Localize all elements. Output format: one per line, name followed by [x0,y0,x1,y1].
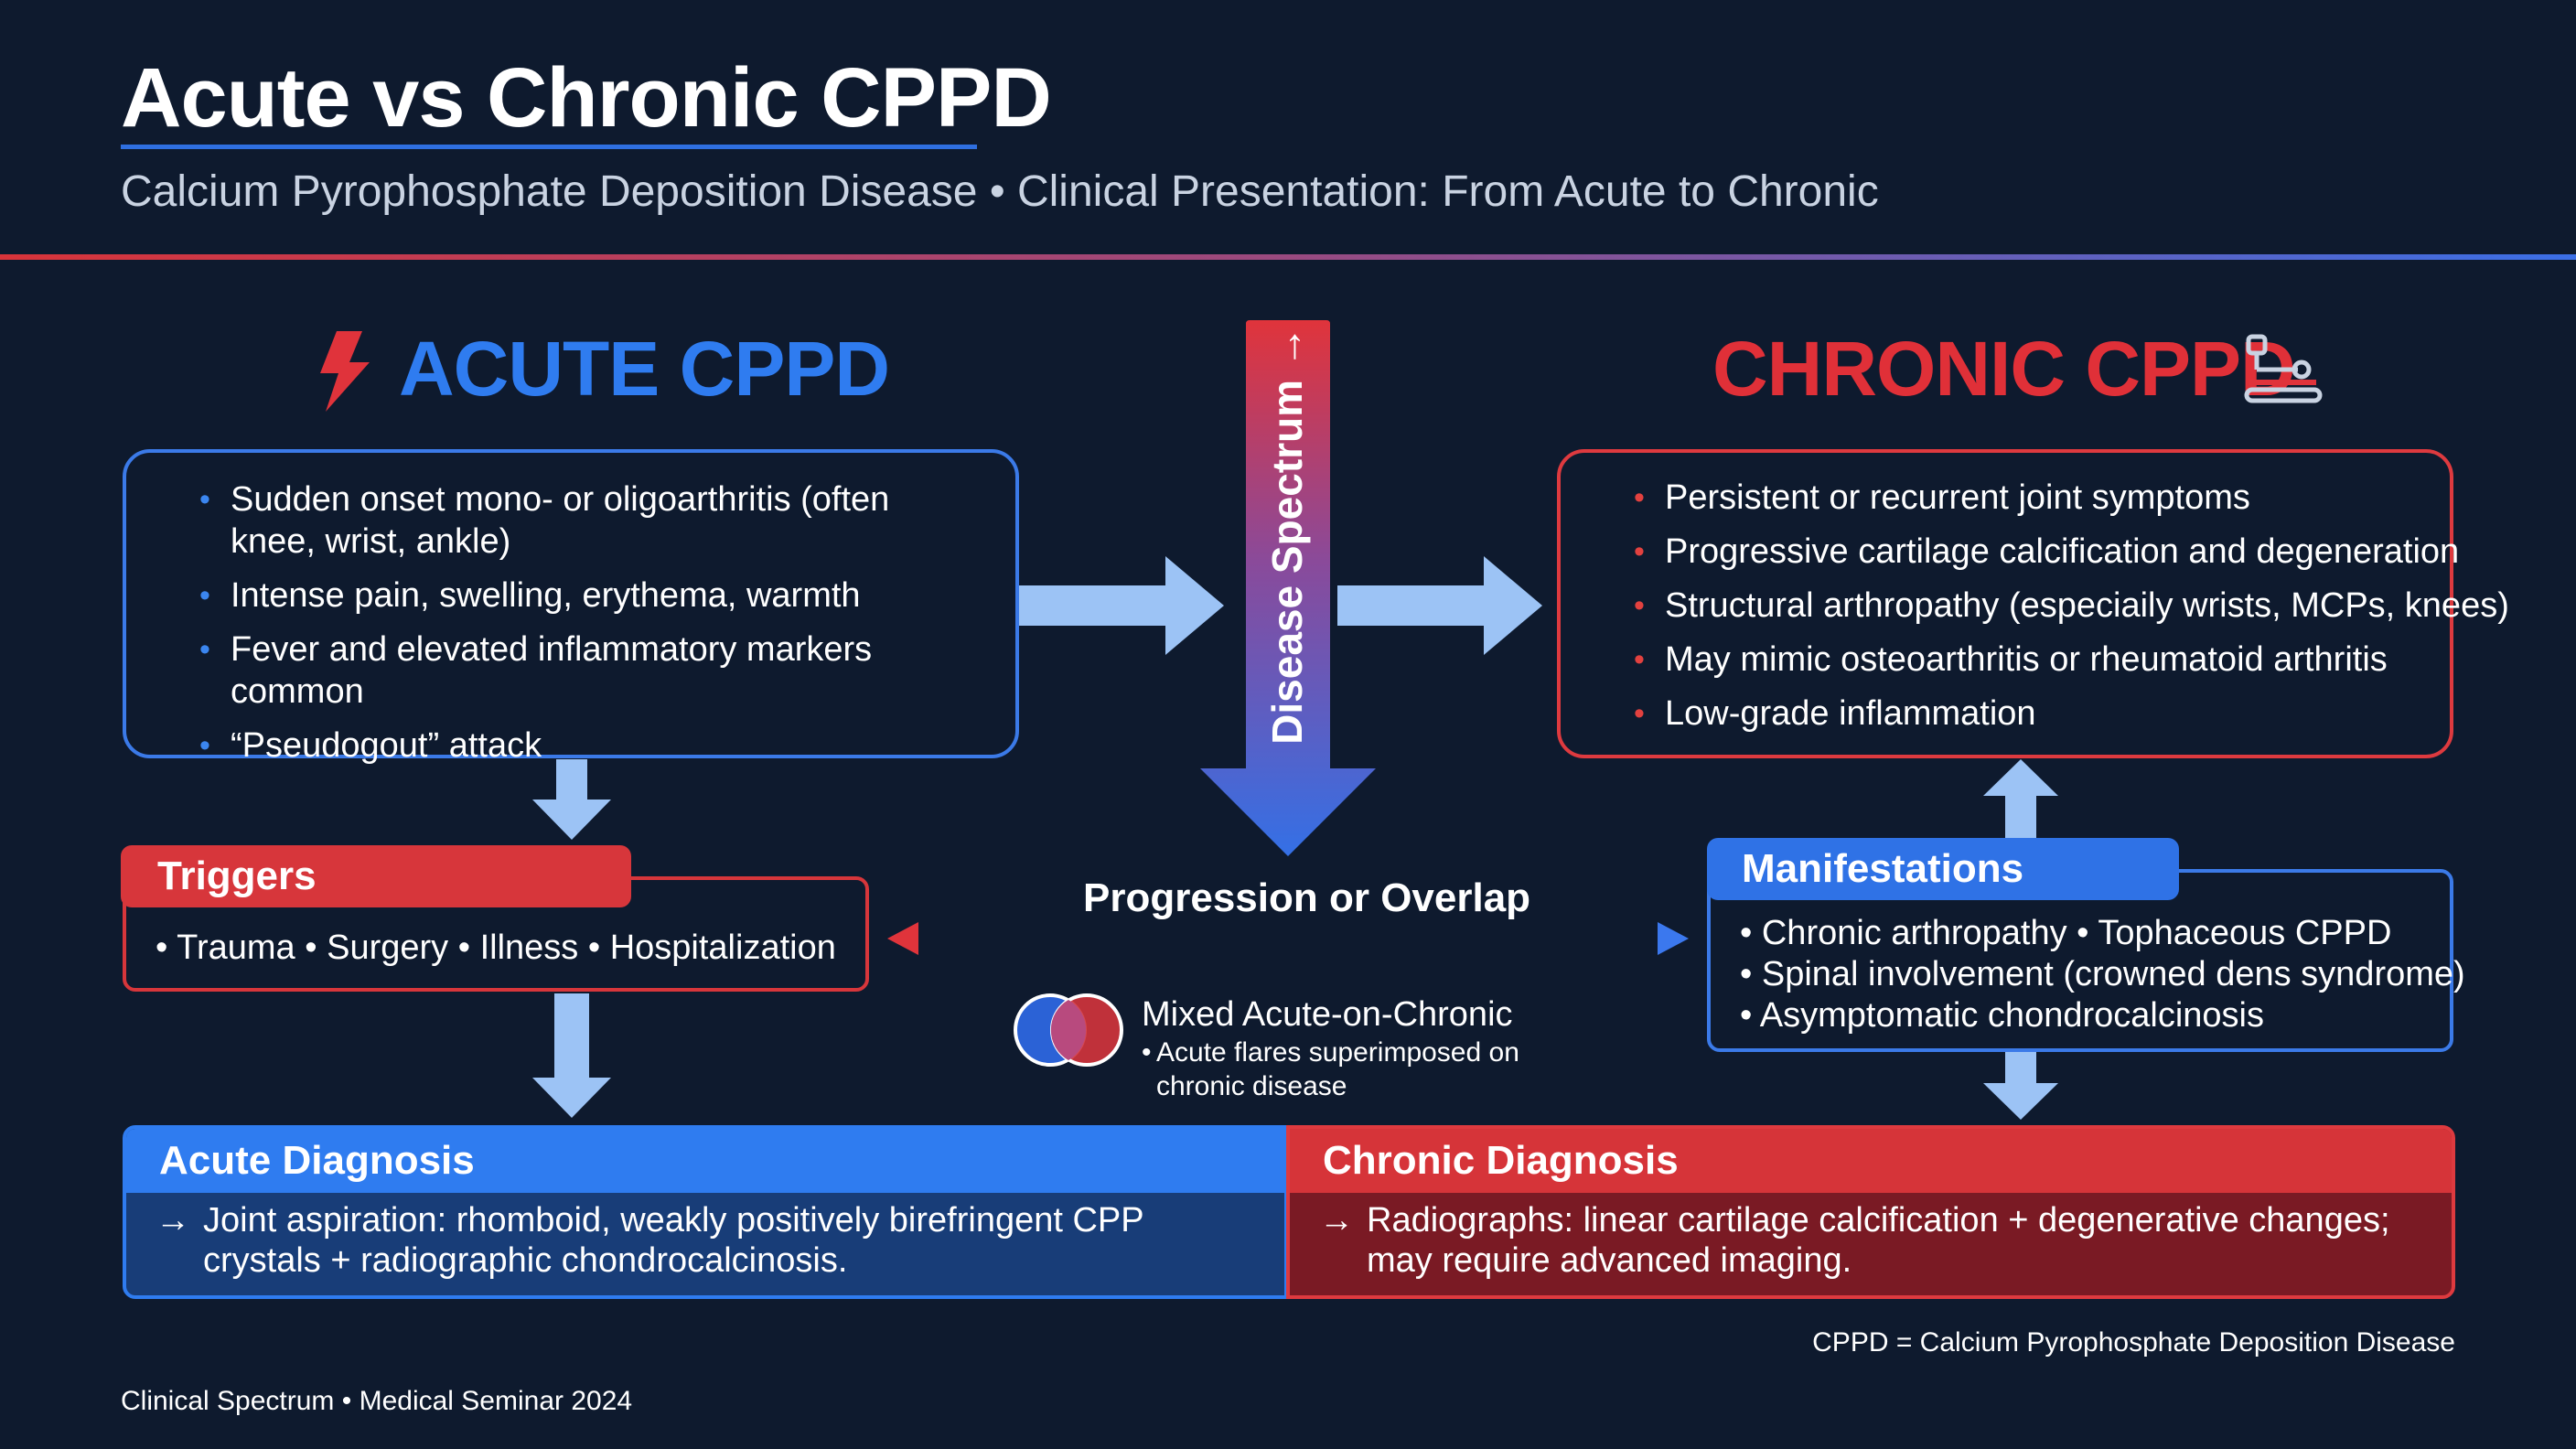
list-item: Sudden onset mono- or oligoarthritis (of… [163,478,959,563]
acute-symptoms-box: Sudden onset mono- or oligoarthritis (of… [123,449,1019,767]
mixed-description-line: Acute flares superimposed on [1156,1037,1519,1068]
mixed-description-line: chronic disease [1156,1071,1347,1101]
chronic-diagnosis-title: Chronic Diagnosis [1323,1138,1679,1183]
acute-to-spectrum-arrow [1019,556,1224,655]
acute-diagnosis-title: Acute Diagnosis [159,1138,475,1183]
overlap-circles-icon [1014,993,1123,1067]
acute-to-triggers-arrow [532,759,611,840]
triggers-title: Triggers [157,853,317,898]
triggers-to-diagnosis-arrow [532,993,611,1118]
list-item: Low-grade inflammation [1597,692,2448,735]
list-item: May mimic osteoarthritis or rheumatoid a… [1597,639,2448,681]
acute-diagnosis-header [126,1129,1284,1193]
acute-heading: ACUTE CPPD [399,326,890,412]
disease-spectrum-arrow [1200,320,1376,856]
footer-credit: Clinical Spectrum • Medical Seminar 2024 [121,1386,633,1416]
arrow-right-icon: → [1319,1201,1354,1240]
progression-label: Progression or Overlap [1083,875,1531,920]
chronic-symptom-list: Persistent or recurrent joint symptoms P… [1597,477,2509,746]
list-item: • Chronic arthropathy • Tophaceous CPPD [1740,914,2392,952]
manifestations-header [1707,838,2179,900]
disease-spectrum-label: Disease Spectrum → [1263,326,1311,745]
chronic-diagnosis-text: Radiographs: linear cartilage calcificat… [1367,1201,2390,1280]
chronic-diagnosis-panel: Chronic Diagnosis → Radiographs: linear … [1286,1125,2455,1299]
acute-symptom-list: Sudden onset mono- or oligoarthritis (of… [163,478,959,778]
list-item: Intense pain, swelling, erythema, warmth [163,574,959,617]
list-item: Persistent or recurrent joint symptoms [1597,477,2448,519]
spectrum-to-chronic-arrow [1337,556,1542,655]
title-underline [121,145,977,149]
chronic-diagnosis-header [1290,1129,2452,1193]
mixed-title: Mixed Acute-on-Chronic [1142,995,1513,1034]
chronic-symptoms-box: Persistent or recurrent joint symptoms P… [1557,449,2509,758]
acute-diagnosis-panel: Acute Diagnosis → Joint aspiration: rhom… [123,1125,1288,1299]
list-item: “Pseudogout” attack [163,724,959,767]
manifestations-title: Manifestations [1742,846,2024,891]
triggers-header [121,845,631,907]
list-item: Progressive cartilage calcification and … [1597,531,2459,573]
progression-dashed-arrow [887,922,1689,955]
tools-icon [2244,334,2323,403]
manifestations-to-chronic-arrow [1983,759,2058,842]
header-divider [0,254,2576,260]
list-item: Fever and elevated inflammatory markers … [163,628,959,713]
lightning-bolt-icon [320,331,370,412]
acute-diagnosis-text: Joint aspiration: rhomboid, weakly posit… [203,1201,1143,1280]
list-item: • Asymptomatic chondrocalcinosis [1740,996,2264,1035]
page-subtitle: Calcium Pyrophosphate Deposition Disease… [121,167,1879,216]
manifestations-list: • Chronic arthropathy • Tophaceous CPPD … [1740,913,2465,1036]
triggers-list: • Trauma • Surgery • Illness • Hospitali… [156,928,836,967]
page-title: Acute vs Chronic CPPD [121,51,1052,145]
list-item: • Spinal involvement (crowned dens syndr… [1740,955,2465,993]
mixed-description: •Acute flares superimposed on chronic di… [1142,1036,1581,1103]
arrow-right-icon: → [156,1201,190,1240]
abbreviation-note: CPPD = Calcium Pyrophosphate Deposition … [1812,1327,2455,1358]
list-item: Structural arthropathy (especiaily wrist… [1597,585,2509,627]
manifestations-to-diagnosis-arrow [1983,1052,2058,1120]
chronic-heading: CHRONIC CPPD [1712,326,2296,412]
